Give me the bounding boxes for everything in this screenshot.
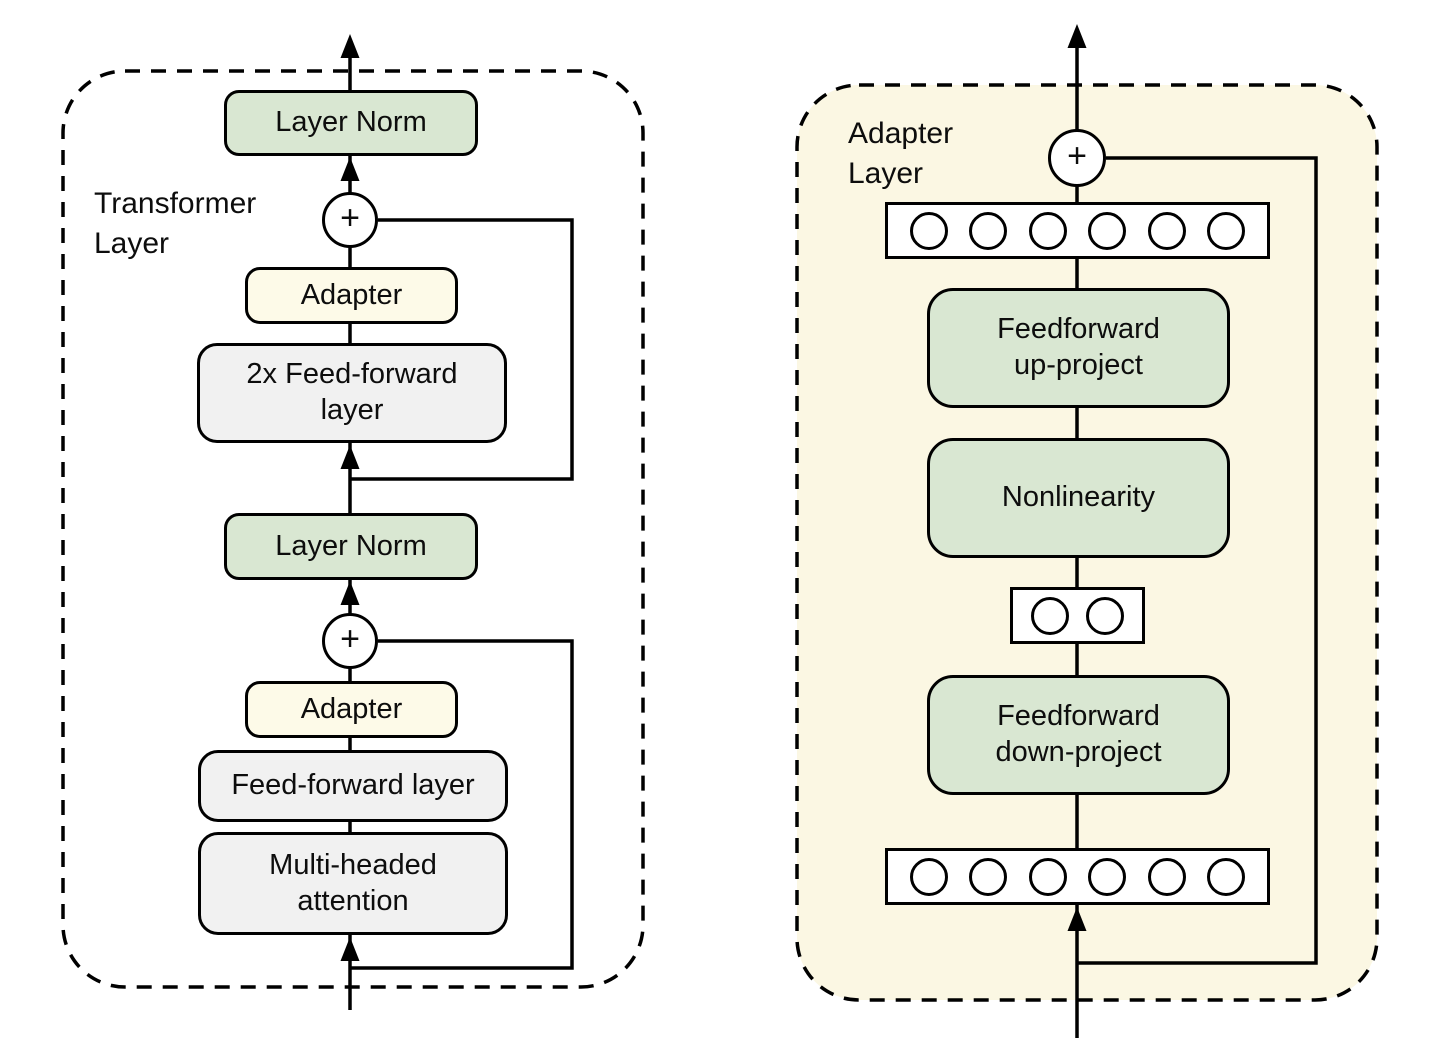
feature-unit-circle: [1028, 857, 1067, 896]
feature-unit-circle: [1088, 211, 1127, 250]
adapter-bottom-box: Adapter: [245, 681, 458, 738]
feature-row-bottleneck: [1010, 587, 1145, 644]
attention-line1: Multi-headed: [269, 848, 437, 881]
feature-unit-circle: [1207, 211, 1246, 250]
feature-unit-circle: [969, 211, 1008, 250]
feature-unit-circle: [1147, 211, 1186, 250]
left-bottom-skip-connection: [350, 639, 574, 970]
feature-unit-circle: [909, 857, 948, 896]
transformer-layer-label-line2: Layer: [94, 227, 170, 260]
feature-unit-circle: [1028, 211, 1067, 250]
adapter-layer-label-line2: Layer: [848, 157, 924, 190]
adapter-skip-connection: [1077, 156, 1318, 965]
left-output-arrowhead: [340, 34, 360, 58]
left-top-skip-connection: [350, 218, 574, 481]
multi-headed-attention-box: Multi-headed attention: [198, 832, 508, 935]
arrowhead-into-bottom-features: [1067, 907, 1087, 931]
feedforward-up-project-box: Feedforward up-project: [927, 288, 1230, 408]
adapter-top-box: Adapter: [245, 267, 458, 324]
feature-unit-circle: [1207, 857, 1246, 896]
feedforward-2x-box: 2x Feed-forward layer: [197, 343, 507, 443]
feature-unit-circle: [1030, 596, 1069, 635]
transformer-layer-panel-border: [61, 69, 645, 989]
attention-line2: attention: [297, 884, 409, 917]
down-project-line1: Feedforward: [997, 700, 1160, 733]
transformer-layer-label-line1: Transformer: [94, 187, 257, 220]
arrowhead-into-attention: [340, 937, 360, 961]
nonlinearity-box: Nonlinearity: [927, 438, 1230, 558]
arrowhead-into-layer-norm-mid: [340, 581, 360, 605]
adapter-layer-label-line1: Adapter: [848, 117, 954, 150]
layer-norm-top-box: Layer Norm: [224, 90, 478, 156]
transformer-layer-label: Transformer Layer: [94, 184, 256, 264]
up-project-line1: Feedforward: [997, 313, 1160, 346]
feature-row-top: [885, 202, 1270, 259]
feedforward-2x-line2: layer: [320, 394, 384, 426]
add-circle-adapter: +: [1048, 129, 1106, 187]
add-circle-top: +: [322, 192, 378, 248]
feature-unit-circle: [909, 211, 948, 250]
right-output-arrowhead: [1067, 24, 1087, 48]
down-project-line2: down-project: [995, 736, 1162, 768]
arrowhead-into-feedforward-2x: [340, 445, 360, 469]
feedforward-down-project-box: Feedforward down-project: [927, 675, 1230, 795]
feature-unit-circle: [1147, 857, 1186, 896]
feedforward-2x-line1: 2x Feed-forward: [246, 358, 458, 391]
feedforward-layer-box: Feed-forward layer: [198, 750, 508, 822]
arrowhead-into-layer-norm-top: [340, 157, 360, 181]
add-circle-mid: +: [322, 613, 378, 669]
feature-unit-circle: [1086, 596, 1125, 635]
adapter-layer-label: Adapter Layer: [848, 114, 953, 194]
up-project-line2: up-project: [1014, 349, 1143, 381]
layer-norm-mid-box: Layer Norm: [224, 513, 478, 580]
feature-row-bottom: [885, 848, 1270, 905]
feature-unit-circle: [969, 857, 1008, 896]
feature-unit-circle: [1088, 857, 1127, 896]
